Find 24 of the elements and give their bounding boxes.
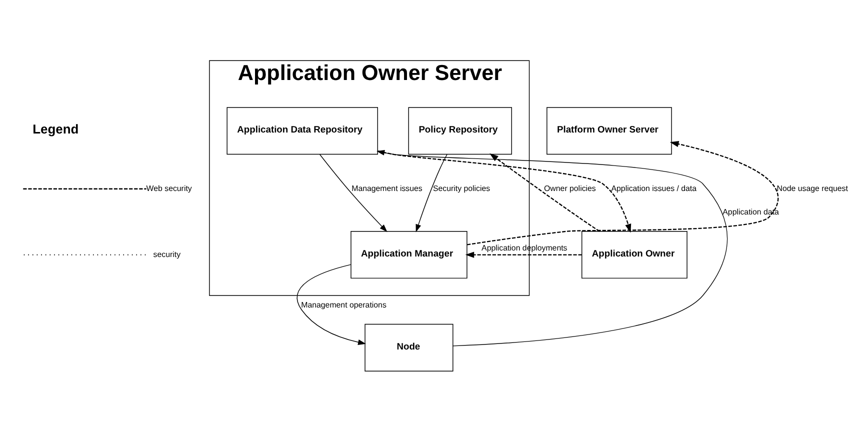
arrow: [465, 252, 582, 258]
arrow: [376, 150, 728, 346]
edge-label: Security policies: [432, 184, 490, 193]
edge-label: Management operations: [301, 300, 386, 310]
node-box: Application Data Repository: [226, 107, 378, 155]
node-box: Policy Repository: [408, 107, 512, 155]
node-box: Application Manager: [350, 231, 468, 279]
arrow: [416, 154, 448, 232]
legend-label: security: [153, 250, 181, 259]
edge-label: Application data: [722, 208, 779, 217]
arrow: [490, 153, 600, 232]
label: Legend: [32, 121, 79, 136]
node-box: Node: [364, 324, 454, 372]
edge-label: Management issues: [352, 184, 422, 193]
arrow: [320, 154, 388, 232]
edge-label: Owner policies: [544, 184, 596, 193]
arrow: [296, 264, 366, 345]
edge-label: Node usage request: [776, 184, 848, 193]
edge-label: Application issues / data: [611, 184, 697, 193]
arrow: [467, 141, 778, 246]
arrow: [378, 150, 632, 233]
node-box: Application Owner: [582, 231, 688, 279]
node-box: Platform Owner Server: [546, 107, 672, 155]
legend-label: Web security: [146, 184, 192, 193]
